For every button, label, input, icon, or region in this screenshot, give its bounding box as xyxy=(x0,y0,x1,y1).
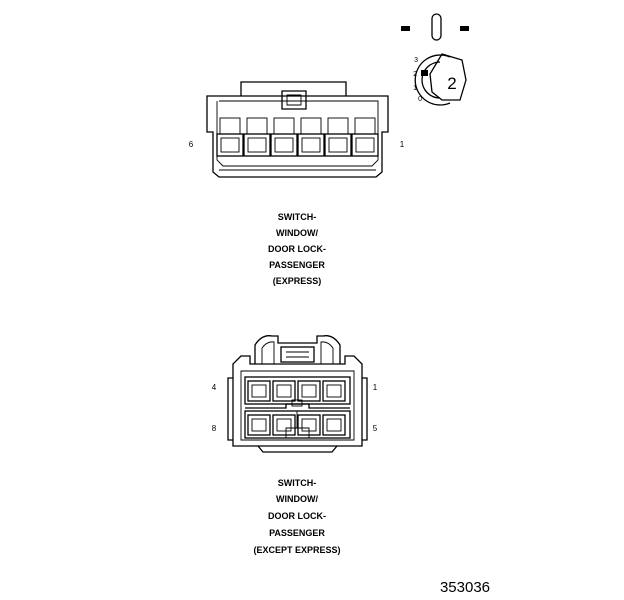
top-connector-pin-right: 1 xyxy=(400,140,405,149)
rotary-position-2: 2 xyxy=(413,71,417,78)
bottom-connector-label: SWITCH- WINDOW/ DOOR LOCK- PASSENGER (EX… xyxy=(253,478,340,555)
rotary-switch-number: 2 xyxy=(447,74,456,93)
bottom-connector-pin-bottom-right: 5 xyxy=(373,424,378,433)
top-label-line-2: WINDOW/ xyxy=(276,228,318,238)
top-connector-label: SWITCH- WINDOW/ DOOR LOCK- PASSENGER (EX… xyxy=(268,212,326,286)
bottom-connector-lower-cavities xyxy=(247,414,346,436)
top-label-line-3: DOOR LOCK- xyxy=(268,244,326,254)
top-label-line-1: SWITCH- xyxy=(278,212,317,222)
bottom-connector-pin-bottom-left: 8 xyxy=(212,424,217,433)
rotary-position-3: 3 xyxy=(414,57,418,64)
top-connector-window-row xyxy=(219,117,376,135)
top-connector-cavities xyxy=(216,133,379,157)
bottom-label-line-2: WINDOW/ xyxy=(276,494,318,504)
bottom-label-line-1: SWITCH- xyxy=(278,478,317,488)
bottom-connector-pin-top-left: 4 xyxy=(212,383,217,392)
connector-bottom: 4 1 8 5 xyxy=(212,335,378,453)
connector-top: 6 1 xyxy=(189,81,405,178)
bottom-connector-upper-cavities xyxy=(247,380,346,402)
top-label-line-4: PASSENGER xyxy=(269,260,325,270)
rotary-switch-icon: 3 2 1 0 2 xyxy=(413,53,467,106)
bottom-connector-pin-top-right: 1 xyxy=(373,383,378,392)
top-label-line-5: (EXPRESS) xyxy=(273,276,322,286)
bottom-label-line-3: DOOR LOCK- xyxy=(268,511,326,521)
bottom-label-line-4: PASSENGER xyxy=(269,528,325,538)
rotary-position-0: 0 xyxy=(418,96,422,103)
top-connector-pin-left: 6 xyxy=(189,140,194,149)
rotary-position-1: 1 xyxy=(413,85,417,92)
bottom-label-line-5: (EXCEPT EXPRESS) xyxy=(253,545,340,555)
figure-number: 353036 xyxy=(440,579,490,596)
window-switch-symbol xyxy=(401,13,469,41)
